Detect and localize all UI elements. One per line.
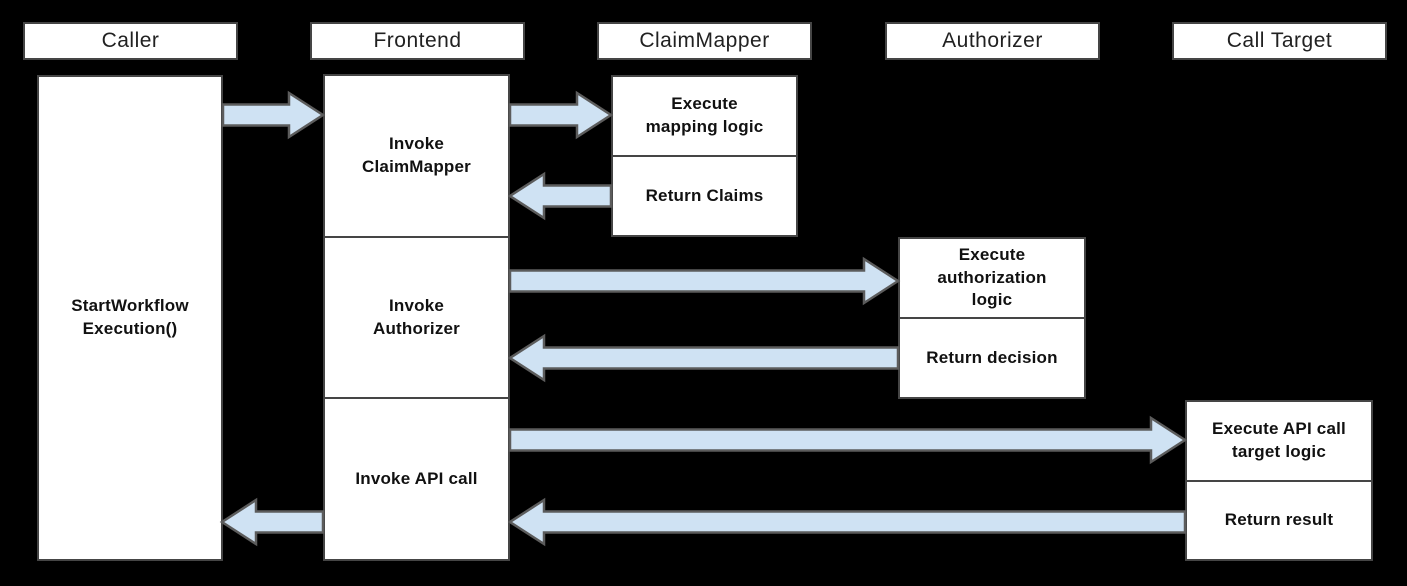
lane-header-claimmapper-label: ClaimMapper bbox=[639, 29, 770, 52]
claimmapper-activation-box: Execute mapping logic Return Claims bbox=[611, 75, 798, 237]
node-return-decision: Return decision bbox=[900, 319, 1084, 397]
node-return-result: Return result bbox=[1187, 482, 1371, 560]
node-execute-mapping-logic-label: Execute mapping logic bbox=[645, 94, 764, 136]
arrow-calltarget-to-frontend bbox=[507, 497, 1187, 547]
arrow-frontend-to-caller bbox=[219, 497, 325, 547]
node-return-claims-label: Return Claims bbox=[645, 185, 764, 205]
authorizer-activation-box: Execute authorization logic Return decis… bbox=[898, 237, 1086, 399]
calltarget-activation-box: Execute API call target logic Return res… bbox=[1185, 400, 1373, 561]
node-invoke-claimmapper-label: Invoke ClaimMapper bbox=[362, 133, 471, 176]
lane-header-frontend: Frontend bbox=[310, 22, 525, 60]
node-execute-mapping-logic: Execute mapping logic bbox=[613, 77, 796, 157]
node-invoke-authorizer-label: Invoke Authorizer bbox=[373, 295, 460, 338]
node-execute-api-call-target-logic-label: Execute API call target logic bbox=[1212, 418, 1346, 461]
arrow-authorizer-to-frontend bbox=[507, 333, 900, 383]
caller-activation-box: StartWorkflow Execution() bbox=[37, 75, 223, 561]
arrow-caller-to-frontend bbox=[221, 90, 326, 140]
lane-header-calltarget-label: Call Target bbox=[1226, 29, 1333, 52]
node-start-workflow-execution-label: StartWorkflow Execution() bbox=[71, 296, 189, 338]
node-invoke-claimmapper: Invoke ClaimMapper bbox=[325, 76, 508, 238]
arrow-frontend-to-claimmapper bbox=[508, 90, 614, 140]
node-execute-authorization-logic-label: Execute authorization logic bbox=[937, 244, 1047, 310]
node-return-claims: Return Claims bbox=[613, 157, 796, 235]
node-execute-api-call-target-logic: Execute API call target logic bbox=[1187, 402, 1371, 482]
lane-header-authorizer: Authorizer bbox=[885, 22, 1100, 60]
arrow-frontend-to-calltarget bbox=[508, 415, 1188, 465]
lane-header-claimmapper: ClaimMapper bbox=[597, 22, 812, 60]
lane-header-calltarget: Call Target bbox=[1172, 22, 1387, 60]
lane-header-authorizer-label: Authorizer bbox=[942, 29, 1043, 52]
node-invoke-api-call-label: Invoke API call bbox=[355, 468, 478, 488]
lane-header-frontend-label: Frontend bbox=[373, 29, 462, 52]
node-invoke-api-call: Invoke API call bbox=[325, 399, 508, 559]
arrow-claimmapper-to-frontend bbox=[507, 171, 613, 221]
node-start-workflow-execution: StartWorkflow Execution() bbox=[39, 77, 221, 559]
node-execute-authorization-logic: Execute authorization logic bbox=[900, 239, 1084, 319]
node-return-decision-label: Return decision bbox=[926, 347, 1058, 367]
node-return-result-label: Return result bbox=[1224, 509, 1334, 529]
node-invoke-authorizer: Invoke Authorizer bbox=[325, 238, 508, 400]
frontend-activation-box: Invoke ClaimMapper Invoke Authorizer Inv… bbox=[323, 74, 510, 561]
lane-header-caller-label: Caller bbox=[101, 29, 160, 52]
lane-header-caller: Caller bbox=[23, 22, 238, 60]
arrow-frontend-to-authorizer bbox=[508, 256, 901, 306]
